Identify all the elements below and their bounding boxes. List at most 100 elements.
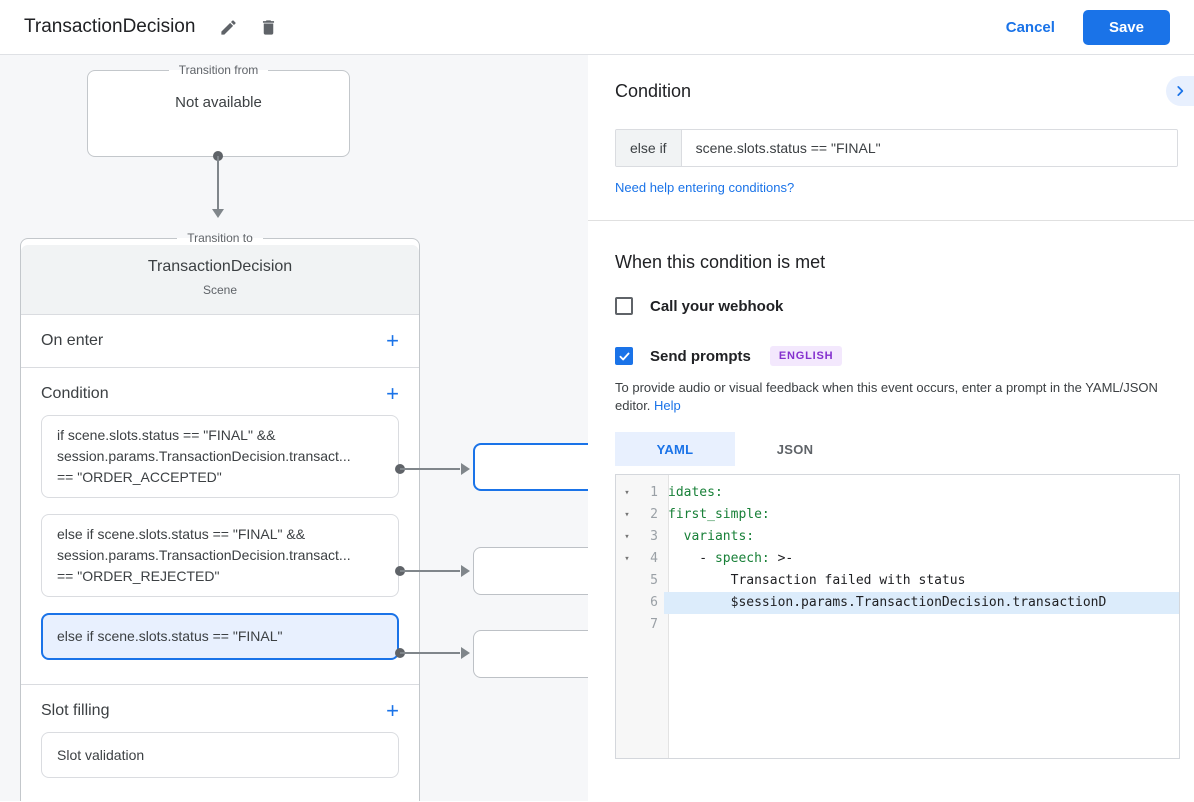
condition-expression-input[interactable] xyxy=(681,130,1177,166)
fold-arrow-icon[interactable]: ▾ xyxy=(624,554,630,564)
condition-text: session.params.TransactionDecision.trans… xyxy=(57,547,351,563)
code-text: $session.params.TransactionDecision.tran… xyxy=(664,592,1179,614)
send-prompts-checkbox[interactable] xyxy=(615,347,633,365)
transition-from-box: Transition from Not available xyxy=(87,63,350,157)
condition-text: if scene.slots.status == "FINAL" && xyxy=(57,427,276,443)
scene-name: TransactionDecision xyxy=(147,258,293,275)
condition-card[interactable]: if scene.slots.status == "FINAL" && sessi… xyxy=(41,415,399,498)
condition-text: else if scene.slots.status == "FINAL" xyxy=(57,628,283,644)
connector-line xyxy=(400,652,460,654)
editor-line[interactable]: 6 $session.params.TransactionDecision.tr… xyxy=(616,592,1179,614)
add-on-enter-button[interactable]: + xyxy=(386,328,399,353)
condition-text: else if scene.slots.status == "FINAL" && xyxy=(57,526,306,542)
condition-panel: Condition else if Need help entering con… xyxy=(588,55,1194,801)
connector-line xyxy=(400,570,460,572)
condition-cards: if scene.slots.status == "FINAL" && sessi… xyxy=(41,415,399,684)
when-met-title: When this condition is met xyxy=(615,252,826,272)
page-title: TransactionDecision xyxy=(24,16,196,37)
condition-prefix: else if xyxy=(616,130,682,166)
code-text: first_simple: xyxy=(668,507,770,522)
code-text: Transaction failed with status xyxy=(668,573,966,588)
editor-line[interactable]: 7 xyxy=(616,614,1179,636)
help-link[interactable]: Help xyxy=(654,398,681,413)
fold-arrow-icon[interactable]: ▾ xyxy=(624,510,630,520)
webhook-label: Call your webhook xyxy=(650,297,784,315)
fold-spacer xyxy=(616,614,638,636)
transition-from-legend: Transition from xyxy=(178,63,259,77)
condition-card[interactable]: else if scene.slots.status == "FINAL" xyxy=(41,613,399,660)
fold-arrow-icon[interactable]: ▾ xyxy=(624,488,630,498)
line-number: 6 xyxy=(650,595,658,610)
arrow-down-icon xyxy=(212,209,224,218)
add-slot-button[interactable]: + xyxy=(386,698,399,723)
line-number: 1 xyxy=(650,485,658,500)
code-text xyxy=(664,614,1179,636)
transition-target-box[interactable] xyxy=(473,630,588,678)
webhook-row: Call your webhook xyxy=(615,297,1167,315)
delete-icon[interactable] xyxy=(257,16,279,38)
slot-validation-card[interactable]: Slot validation xyxy=(41,732,399,778)
line-number: 2 xyxy=(650,507,658,522)
transition-to-box: Transition to TransactionDecision Scene … xyxy=(20,231,420,801)
condition-text: session.params.TransactionDecision.trans… xyxy=(57,448,351,464)
code-text: - speech: >- xyxy=(668,551,794,566)
editor-line[interactable]: 5 Transaction failed with status xyxy=(616,570,1179,592)
on-enter-label: On enter xyxy=(41,332,104,349)
edit-icon[interactable] xyxy=(217,16,239,38)
cancel-button[interactable]: Cancel xyxy=(1005,18,1055,36)
condition-card[interactable]: else if scene.slots.status == "FINAL" &&… xyxy=(41,514,399,597)
fold-spacer xyxy=(616,570,638,592)
tab-json[interactable]: JSON xyxy=(776,441,814,457)
add-condition-button[interactable]: + xyxy=(386,381,399,406)
prompt-hint-text: To provide audio or visual feedback when… xyxy=(615,380,1158,413)
condition-expression-row: else if xyxy=(615,129,1178,167)
transition-target-box[interactable] xyxy=(473,443,588,491)
line-number: 3 xyxy=(650,529,658,544)
line-number: 5 xyxy=(650,573,658,588)
fold-spacer xyxy=(616,592,638,614)
save-button[interactable]: Save xyxy=(1082,9,1170,45)
checkmark-icon xyxy=(619,352,629,360)
transition-target-box[interactable] xyxy=(473,547,588,595)
editor-lines: ▾ 1 idates: ▾ 2 first_simple: ▾ 3 variants: ▾ 4 -… xyxy=(616,475,1179,636)
line-number: 4 xyxy=(650,551,658,566)
arrow-right-icon xyxy=(461,647,470,659)
send-prompts-label: Send prompts xyxy=(650,347,751,365)
fold-arrow-icon[interactable]: ▾ xyxy=(624,532,630,542)
webhook-checkbox[interactable] xyxy=(615,297,633,315)
editor-tabs: YAML JSON xyxy=(615,432,1167,466)
connector-line xyxy=(400,468,460,470)
scene-header[interactable]: TransactionDecision Scene xyxy=(21,245,419,315)
line-number: 7 xyxy=(650,617,658,632)
editor-line[interactable]: ▾ 1 idates: xyxy=(616,482,1179,504)
transition-to-legend: Transition to xyxy=(187,231,253,245)
editor-line[interactable]: ▾ 3 variants: xyxy=(616,526,1179,548)
slot-filling-label: Slot filling xyxy=(41,702,110,719)
condition-section: Condition + if scene.slots.status == "FI… xyxy=(21,368,419,685)
code-text: variants: xyxy=(683,529,755,544)
main-area: Transition from Not available Transition… xyxy=(0,55,1194,801)
condition-help-link[interactable]: Need help entering conditions? xyxy=(615,180,795,195)
prompt-hint: To provide audio or visual feedback when… xyxy=(615,379,1187,415)
editor-line[interactable]: ▾ 2 first_simple: xyxy=(616,504,1179,526)
panel-condition-title: Condition xyxy=(615,81,692,101)
condition-label: Condition xyxy=(41,385,109,402)
collapse-panel-button[interactable] xyxy=(1166,76,1194,106)
condition-text: == "ORDER_REJECTED" xyxy=(57,568,220,584)
chevron-right-icon xyxy=(1177,86,1184,96)
condition-text: == "ORDER_ACCEPTED" xyxy=(57,469,222,485)
code-text: idates: xyxy=(668,485,723,500)
scene-type: Scene xyxy=(202,283,238,297)
arrow-right-icon xyxy=(461,565,470,577)
tab-yaml[interactable]: YAML xyxy=(615,432,735,466)
connector-line xyxy=(217,156,219,211)
panel-divider xyxy=(588,220,1194,221)
slot-filling-section: Slot filling + Slot validation xyxy=(21,685,419,778)
editor-line[interactable]: ▾ 4 - speech: >- xyxy=(616,548,1179,570)
yaml-editor[interactable]: ▾ 1 idates: ▾ 2 first_simple: ▾ 3 variants: ▾ 4 -… xyxy=(615,474,1180,759)
language-badge: ENGLISH xyxy=(769,346,843,366)
top-bar: TransactionDecision Cancel Save xyxy=(0,0,1194,55)
transition-from-value: Not available xyxy=(175,94,262,111)
scene-diagram: Transition from Not available Transition… xyxy=(0,55,588,801)
on-enter-section: On enter + xyxy=(21,315,419,368)
